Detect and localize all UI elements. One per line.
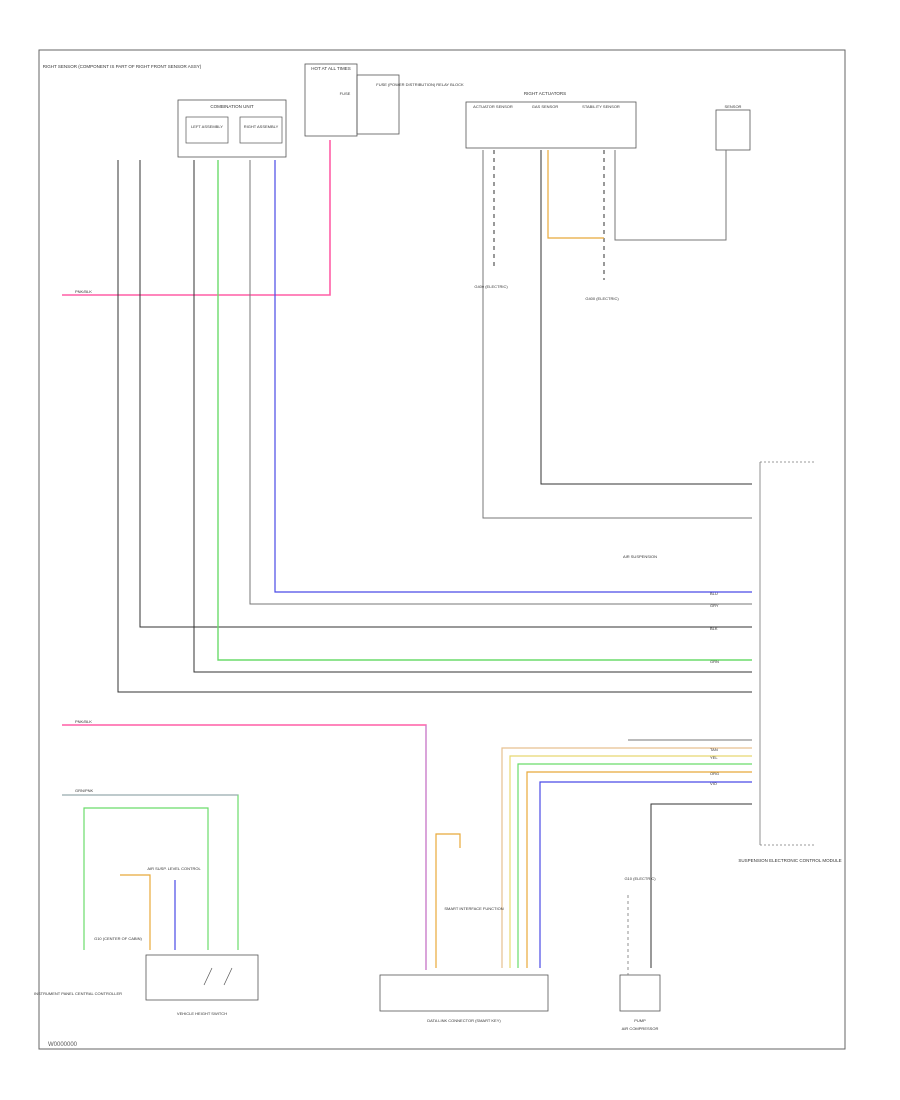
front-sensor-note: RIGHT SENSOR (COMPONENT IS PART OF RIGHT…: [43, 64, 202, 69]
wire-tan-bundle: [501, 747, 752, 968]
ecu-name: SUSPENSION ELECTRONIC CONTROL MODULE: [738, 858, 841, 863]
wire-orange-2: [120, 874, 151, 950]
ground-note-1: G400 (ELECTRIC): [474, 284, 508, 289]
wire-gray-4: [614, 150, 727, 241]
wire-green-2: [83, 807, 209, 950]
wire-yellow-bundle: [509, 755, 752, 968]
air-pump: PUMP AIR COMPRESSOR G10 (ELECTRIC): [619, 876, 661, 1031]
wire-label-grn: GRN: [710, 659, 719, 664]
suspension-ecu: SUSPENSION ELECTRONIC CONTROL MODULE AIR…: [623, 461, 842, 863]
wire-black-3: [540, 150, 752, 485]
combination-unit-label: COMBINATION UNIT: [210, 104, 253, 109]
pump-sub-label: AIR COMPRESSOR: [622, 1026, 659, 1031]
wire-green-1: [217, 160, 752, 661]
level-switch: VEHICLE HEIGHT SWITCH AIR SUSP. LEVEL CO…: [145, 866, 259, 1016]
front-sensor-note-text: RIGHT SENSOR (COMPONENT IS PART OF RIGHT…: [43, 64, 202, 69]
combination-unit: COMBINATION UNIT LEFT ASSEMBLY RIGHT ASS…: [177, 99, 287, 158]
wire-orange-bundle: [526, 771, 752, 968]
switch-module-label: AIR SUSP. LEVEL CONTROL: [147, 866, 201, 871]
right-actuators-label: RIGHT ACTUATORS: [524, 91, 566, 96]
ecu-wire-labels: BLU GRY BLK GRN TAN YEL ORG VIO: [710, 591, 719, 786]
wire-black-2: [193, 160, 752, 673]
wire-gray-2: [117, 160, 752, 693]
wire-label-tan: TAN: [710, 747, 718, 752]
data-link-label: DATA LINK CONNECTOR (SMART KEY): [427, 1018, 501, 1023]
right-actuators: RIGHT ACTUATORS ACTUATOR SENSOR GAS SENS…: [465, 91, 637, 149]
combination-sub-right: RIGHT ASSEMBLY: [244, 124, 279, 129]
combination-sub-left: LEFT ASSEMBLY: [191, 124, 223, 129]
wire-blue-1: [274, 160, 752, 593]
wire-blue-bundle: [539, 781, 752, 968]
data-link-connector: DATA LINK CONNECTOR (SMART KEY) SMART IN…: [379, 906, 549, 1023]
harness-note: SMART INTERFACE FUNCTION: [444, 906, 503, 911]
wire-label-gry: GRY: [710, 603, 719, 608]
actuator-c-label: STABILITY SENSOR: [582, 104, 620, 109]
wire-pink-ign: [62, 140, 331, 296]
hot-at-all-times-label: HOT AT ALL TIMES: [311, 66, 351, 71]
ign-feed-label: PNK/BLK: [75, 289, 92, 294]
wire-gray-3: [482, 150, 752, 519]
ground-note-2: G400 (ELECTRIC): [585, 296, 619, 301]
actuator-b-label: GAS SENSOR: [532, 104, 559, 109]
wire-black-pump: [650, 803, 752, 968]
wire-orange-short: [435, 833, 461, 968]
wire-gray-1: [249, 160, 752, 605]
switch-feed-label: GRN/PNK: [75, 788, 94, 793]
fuse-box-label: FUSE (POWER DISTRIBUTION) RELAY BLOCK: [376, 82, 464, 87]
wire-label-org: ORG: [710, 771, 719, 776]
sensor-right: SENSOR: [715, 104, 751, 151]
switch-block-label: VEHICLE HEIGHT SWITCH: [177, 1011, 227, 1016]
fuse-block: HOT AT ALL TIMES FUSE FUSE (POWER DISTRI…: [304, 63, 464, 137]
actuator-a-label: ACTUATOR SENSOR: [473, 104, 513, 109]
sensor-right-label: SENSOR: [725, 104, 742, 109]
wire-black-1: [139, 160, 752, 628]
pump-label: PUMP: [634, 1018, 646, 1023]
wire-label-vio: VIO: [710, 781, 717, 786]
left-ground-label: G10 (CENTER OF CABIN): [94, 936, 142, 941]
wire-label-blu: BLU: [710, 591, 718, 596]
wire-green-bundle: [517, 763, 752, 968]
right-ground-label: G10 (ELECTRIC): [624, 876, 656, 881]
wire-label-yel: YEL: [710, 755, 718, 760]
wire-label-blk: BLK: [710, 626, 718, 631]
footer-code: W0000000: [48, 1042, 78, 1048]
left-controller-label: INSTRUMENT PANEL CENTRAL CONTROLLER: [34, 991, 122, 996]
diagram-frame: [38, 49, 846, 1050]
wire-orange-1: [547, 150, 604, 239]
fuse-label: FUSE: [340, 91, 351, 96]
acc-feed-label: PNK/BLK: [75, 719, 92, 724]
wire-pink-acc: [62, 724, 427, 970]
air-susp-panel-label: AIR SUSPENSION: [623, 554, 657, 559]
